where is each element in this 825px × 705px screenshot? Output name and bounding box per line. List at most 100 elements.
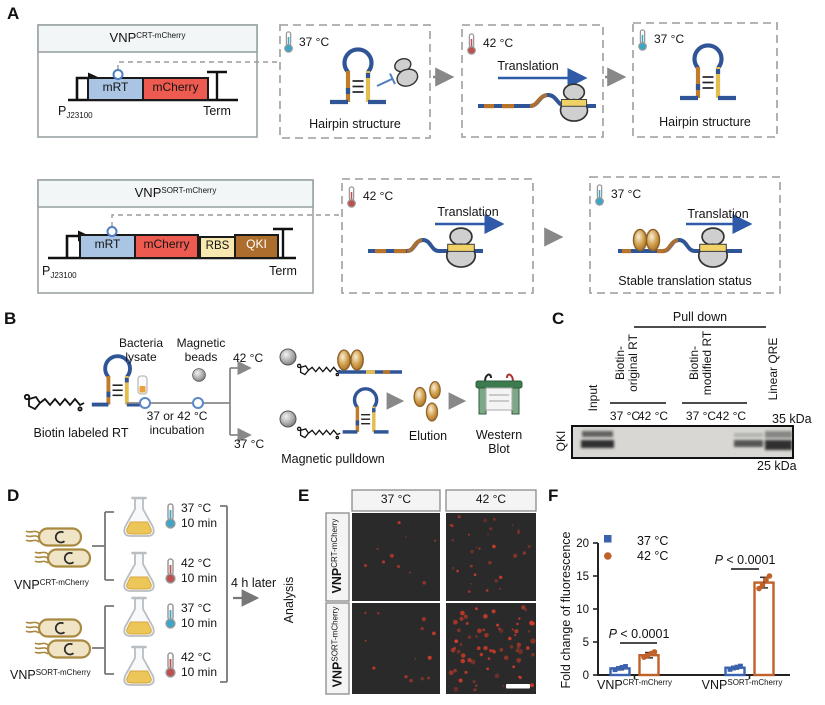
row-label-sort: VNPSORT-mCherry [330,606,345,688]
lane-temp-37: 37 °C [609,409,641,423]
fluorescent-cell-dot [470,659,476,665]
gene-mcherry-label: mCherry [143,237,190,251]
fluorescent-cell-dot [499,628,504,633]
fluorescent-cell-dot [483,645,488,651]
fluorescent-cell-dot [475,546,478,549]
band-modified42-upper [734,433,763,437]
fluorescent-cell-dot [478,547,481,550]
data-point [616,666,621,671]
fluorescent-cell-dot [513,633,517,637]
fluorescent-cell-dot [459,643,463,647]
pulldown-37C [279,387,391,440]
fluorescent-cell-dot [459,616,464,622]
fluorescent-cell-dot [381,560,386,564]
fluorescent-cell-dot [405,536,407,538]
panel-label-A: A [7,4,20,23]
fluorescent-cell-dot [420,677,424,681]
fluorescent-cell-dot [488,560,492,565]
cond4-time: 10 min [181,665,218,679]
bracket-all-conditions [220,505,228,683]
fluorescent-cell-dot [434,539,437,542]
cond1-time: 10 min [181,516,218,530]
fluorescent-cell-dot [516,642,522,647]
fluorescent-cell-dot [499,648,504,652]
fluorescent-cell-dot [372,666,376,670]
data-point [731,665,736,671]
y-tick-label: 5 [583,637,589,649]
bracket-strain1 [92,511,114,581]
legend-marker-42 [604,552,612,560]
scale-bar [506,684,530,689]
gene-mrt-label: mRT [102,80,129,94]
data-point [727,666,733,672]
fluorescent-cell-dot [431,631,436,636]
lane-linear-qre-label: Linear QRE [766,337,780,401]
terminator-label: Term [269,264,297,278]
fluorescent-cell-dot [517,649,524,655]
thermometer-blue-icon [638,29,647,51]
fluorescent-cell-dot [485,589,489,592]
cond3-temp: 37 °C [181,601,212,615]
data-point [651,649,658,655]
fluorescent-cell-dot [511,524,514,526]
stateA-box4 [341,178,534,294]
fluorescent-cell-dot [483,518,488,523]
y-tick-label: 15 [576,571,589,583]
thermometer-blue-icon [595,184,604,206]
fluorescent-cell-dot [479,652,484,657]
fluorescent-cell-dot [473,573,477,577]
gene-mrt-label: mRT [94,237,121,251]
fluorescent-cell-dot [467,635,472,639]
fluorescent-cell-dot [531,621,535,626]
y-axis-label: Fold change of fluorescence [559,531,573,689]
fluorescent-cell-dot [513,553,518,558]
data-point [619,665,625,670]
fluorescent-cell-dot [452,619,458,625]
fluorescent-cell-dot [467,590,471,593]
data-point [612,667,618,673]
fluorescent-cell-dot [454,639,459,644]
col-header-42: 42 °C [475,492,507,506]
fluorescent-cell-dot [470,582,472,585]
data-point [766,573,773,579]
y-tick-label: 0 [583,670,589,682]
panel-label-C: C [552,309,565,328]
stateA-box2 [461,24,604,138]
data-point [763,577,769,583]
panelE-graphics [325,489,537,695]
box4-translation-label: Translation [437,205,499,219]
fluorescent-cell-dot [363,564,368,568]
fluorescent-cell-dot [522,551,527,555]
stateA-box3 [632,22,778,138]
fluorescent-cell-dot [473,688,477,692]
fluorescent-cell-dot [530,683,534,688]
promoter-arrow [65,234,78,258]
fluorescent-cell-dot [503,655,509,661]
legend-label-42: 42 °C [637,549,668,563]
fluorescent-cell-dot [364,611,367,615]
fluorescent-cell-dot [516,622,519,626]
gene-rbs-label: RBS [205,240,230,252]
construct2-title: VNPSORT-mCherry [134,185,217,200]
panel-label-F: F [548,486,559,505]
lane-input-label: Input [586,384,600,412]
fluorescent-cell-dot [477,628,482,634]
fluorescent-cell-dot [496,623,500,627]
fluorescent-cell-dot [451,539,454,542]
bracket-strain2 [92,605,114,675]
fluorescent-cell-dot [421,617,426,622]
gene-qki-label: QKI [246,237,267,251]
construct1-title: VNPCRT-mCherry [109,30,186,45]
terminator-label: Term [203,104,231,118]
ribosome-icon [445,227,477,268]
fluorescent-cell-dot [450,524,454,528]
band-modified42 [734,440,763,447]
cond1-temp: 37 °C [181,501,212,515]
lane-temp-37: 37 °C [685,409,717,423]
branch-temp-37: 37 °C [234,437,265,451]
fluorescent-cell-dot [450,647,456,653]
fluorescent-cell-dot [460,658,466,664]
thermometer-red-icon [165,558,176,584]
